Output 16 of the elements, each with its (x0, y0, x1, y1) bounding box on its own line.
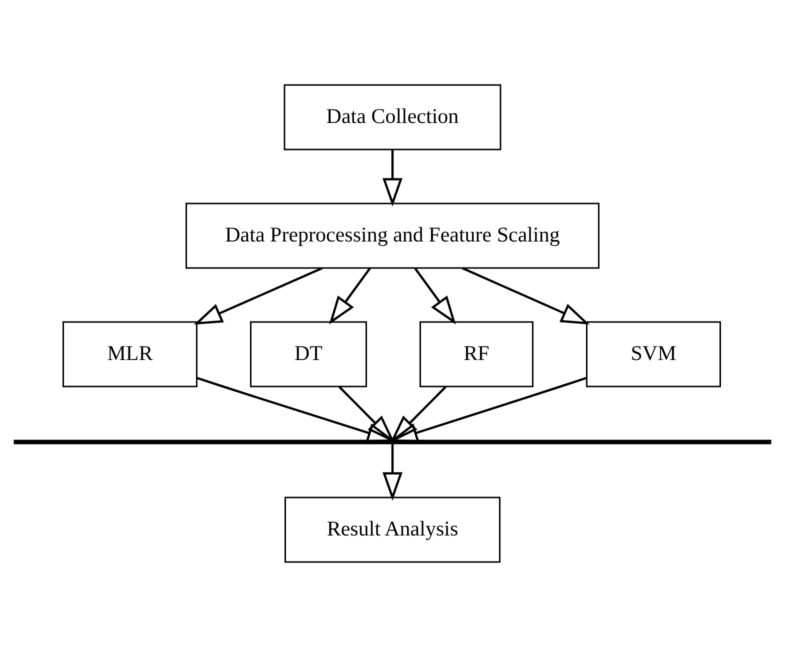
node-box: Data Collection (284, 84, 502, 150)
node-box: SVM (586, 320, 721, 387)
arrow (390, 386, 446, 442)
arrow (194, 266, 323, 324)
node-bar (14, 439, 772, 444)
arrow (462, 266, 590, 324)
arrow (338, 386, 395, 442)
arrow (382, 443, 402, 500)
node-box: Result Analysis (284, 496, 500, 562)
arrow (414, 267, 456, 324)
node-box: DT (250, 320, 367, 387)
node-box: Data Preprocessing and Feature Scaling (186, 202, 600, 268)
node-box: MLR (62, 320, 198, 387)
arrow (329, 267, 371, 324)
arrow (382, 149, 402, 206)
node-box: RF (420, 320, 534, 387)
